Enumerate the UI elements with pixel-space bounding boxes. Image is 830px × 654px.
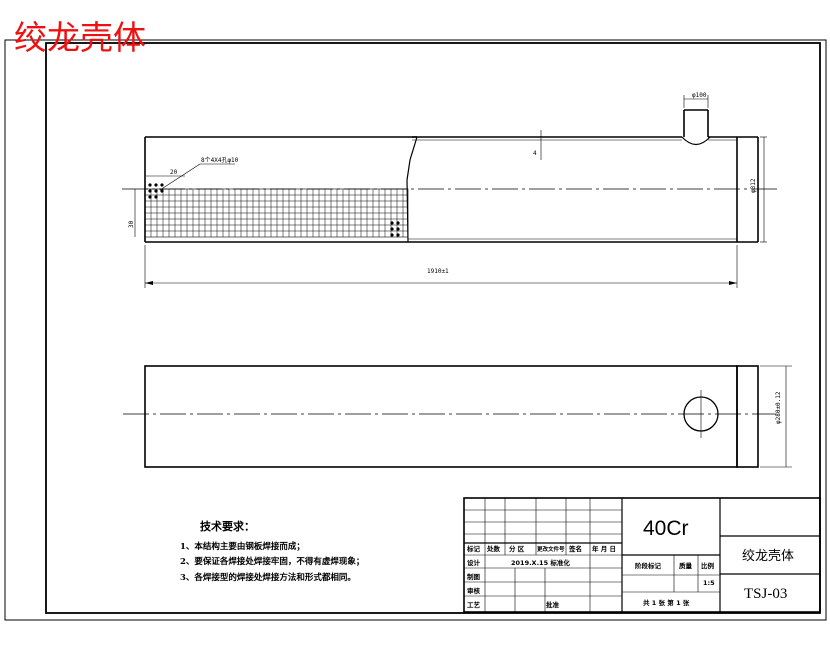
hole-marker: [390, 221, 394, 225]
part-name-text: 绞龙壳体: [742, 548, 794, 564]
row-approve-label: 批准: [546, 600, 560, 609]
hole-marker: [160, 183, 164, 187]
hole-marker: [154, 195, 158, 199]
inner-frame: [45, 42, 821, 614]
hole-marker: [148, 195, 152, 199]
header-mark: 标记: [466, 544, 481, 553]
header-count: 处数: [486, 544, 501, 553]
body-diameter-label: φ312: [750, 178, 757, 193]
weight-label: 质量: [679, 561, 693, 570]
length-arrow-left: [145, 281, 153, 285]
drawing-code-text: TSJ-03: [744, 586, 787, 602]
row-design-content: 2019.X.15 标准化: [511, 558, 570, 567]
tech-requirement-3: 3、各焊接型的焊接处焊接方法和形式都相同。: [180, 572, 356, 583]
side-flange: [736, 365, 759, 468]
hole-pitch-label: 20: [170, 169, 178, 176]
outer-frame: [4, 39, 827, 621]
hole-marker: [396, 233, 400, 237]
pipe-intersection-curve: [681, 136, 711, 146]
hole-marker: [396, 221, 400, 225]
title-block: 40Cr 绞龙壳体 TSJ-03 标记 处数 分 区 更改文件号 签名 年 月 …: [463, 497, 821, 613]
grid-lines: [145, 183, 408, 237]
side-body: [144, 365, 738, 468]
pipe-diameter-label: φ100: [692, 92, 707, 99]
row-process-label: 工艺: [467, 600, 481, 609]
drawing-title: 绞龙壳体: [14, 18, 146, 57]
length-arrow-right: [729, 281, 737, 285]
header-zone: 分 区: [509, 544, 525, 553]
header-change-doc: 更改文件号: [537, 545, 565, 553]
hole-marker: [154, 183, 158, 187]
break-line: [406, 136, 418, 243]
stage-label: 阶段标记: [635, 561, 662, 570]
scale-label: 比例: [701, 561, 715, 570]
row-review-label: 审核: [467, 586, 481, 595]
hole-marker: [390, 227, 394, 231]
hole-marker: [148, 183, 152, 187]
hole-marker: [390, 233, 394, 237]
side-overall-label: φ280±0.12: [775, 391, 782, 424]
tech-requirements: 技术要求： 1、本结构主要由钢板焊接而成； 2、要保证各焊接处焊接牢固，不得有虚…: [180, 519, 364, 583]
sheet-count: 共 1 张 第 1 张: [643, 598, 690, 607]
edge-offset-label: 30: [128, 220, 135, 228]
hole-marker: [154, 189, 158, 193]
hole-marker: [396, 227, 400, 231]
side-view: φ280±0.12: [123, 365, 792, 468]
hole-leader-line: [159, 163, 201, 191]
tech-requirement-1: 1、本结构主要由钢板焊接而成；: [180, 541, 305, 552]
row-draw-label: 制图: [467, 572, 481, 581]
tech-requirement-2: 2、要保证各焊接处焊接牢固，不得有虚焊现象；: [180, 556, 364, 567]
perforated-grid: [144, 183, 409, 238]
length-label: 1910±1: [427, 268, 449, 275]
hole-marker: [160, 189, 164, 193]
material-text: 40Cr: [643, 517, 689, 540]
hole-spec-label: 8个4X4孔φ10: [201, 156, 239, 164]
hole-marker: [148, 189, 152, 193]
header-date: 年 月 日: [592, 544, 616, 553]
tech-requirements-title: 技术要求：: [200, 519, 255, 533]
thickness-label: 4: [533, 150, 537, 157]
row-design-label: 设计: [467, 558, 481, 567]
header-signature: 签名: [568, 544, 582, 553]
scale-value: 1:5: [703, 579, 715, 587]
front-view: φ100 4 8个4X4孔φ10 20 30 φ312 1910±1: [122, 92, 778, 288]
